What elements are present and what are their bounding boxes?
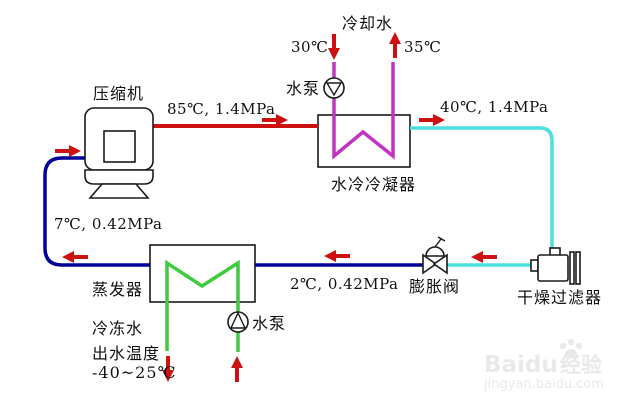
valve-stem	[434, 236, 446, 248]
valve-actuator-dome	[425, 246, 445, 257]
arrow-down-cooling-in	[328, 34, 340, 60]
baidu-watermark: Baidu 经验 jingyan.baidu.com	[483, 338, 604, 392]
watermark-brand: Baidu	[484, 352, 558, 378]
compressor-port	[103, 130, 136, 163]
pipe-suction	[43, 156, 150, 267]
expansion-valve-label: 膨胀阀	[409, 277, 460, 296]
cooling-water-label: 冷却水	[342, 14, 393, 33]
condenser-label: 水冷冷凝器	[331, 175, 416, 194]
filter-end-plate-1	[569, 251, 575, 285]
condenser-box	[317, 114, 411, 168]
arrow-left-to-valve	[471, 251, 497, 263]
pump-circle-bottom	[227, 311, 249, 333]
filter-left-nozzle	[530, 259, 539, 272]
drier-filter-symbol	[530, 247, 581, 285]
watermark-url: jingyan.baidu.com	[483, 377, 604, 392]
paw-icon	[559, 338, 583, 359]
chilled-water-pump-symbol	[227, 311, 249, 333]
valve-right-wing	[432, 253, 448, 275]
filter-end-plate-2	[575, 251, 581, 285]
pump-triangle-down	[325, 82, 343, 97]
chilled-water-label-3: -40~25℃	[92, 363, 176, 382]
arrow-right-hot-gas	[262, 114, 288, 126]
compressor-symbol	[84, 107, 154, 199]
arrow-down-chilled-out	[162, 356, 174, 382]
arrow-left-to-evaporator	[324, 250, 350, 262]
chilled-pump-label: 水泵	[252, 314, 286, 333]
pipe-liquid-to-filter	[410, 126, 554, 252]
compressor-base	[84, 169, 154, 185]
arrow-right-suction	[55, 145, 81, 157]
chilled-water-label-2: 出水温度	[92, 344, 160, 363]
arrow-up-cooling-out	[389, 32, 401, 58]
pump-triangle-up	[229, 311, 247, 329]
filter-body	[537, 254, 569, 282]
chilled-water-label-1: 冷冻水	[92, 319, 143, 338]
arrow-right-liquid	[419, 114, 445, 126]
cooling-water-in-temp: 30℃	[291, 38, 328, 56]
compressor-label: 压缩机	[93, 84, 144, 103]
flow-arrows	[55, 32, 497, 382]
arrow-up-chilled-in	[231, 356, 243, 382]
evaporator-outlet-state: 7℃, 0.42MPa	[54, 215, 162, 233]
cooling-water-out-temp: 35℃	[404, 38, 441, 56]
cooling-pump-label: 水泵	[286, 79, 320, 98]
expansion-valve-symbol	[422, 236, 448, 275]
compressor-foot	[88, 183, 150, 199]
valve-left-wing	[422, 253, 438, 275]
pipe-chilled-water-coil	[165, 259, 240, 352]
evaporator-label: 蒸发器	[92, 280, 143, 299]
condenser-outlet-state: 40℃, 1.4MPa	[440, 98, 548, 116]
arrow-left-suction	[62, 251, 88, 263]
cooling-water-pump-symbol	[323, 77, 345, 99]
drier-filter-label: 干燥过滤器	[517, 288, 602, 307]
watermark-brand-cn: 经验	[560, 353, 602, 377]
expansion-outlet-state: 2℃, 0.42MPa	[290, 275, 398, 293]
pipe-cooling-water-coil	[332, 62, 395, 160]
compressor-outlet-state: 85℃, 1.4MPa	[167, 100, 275, 118]
